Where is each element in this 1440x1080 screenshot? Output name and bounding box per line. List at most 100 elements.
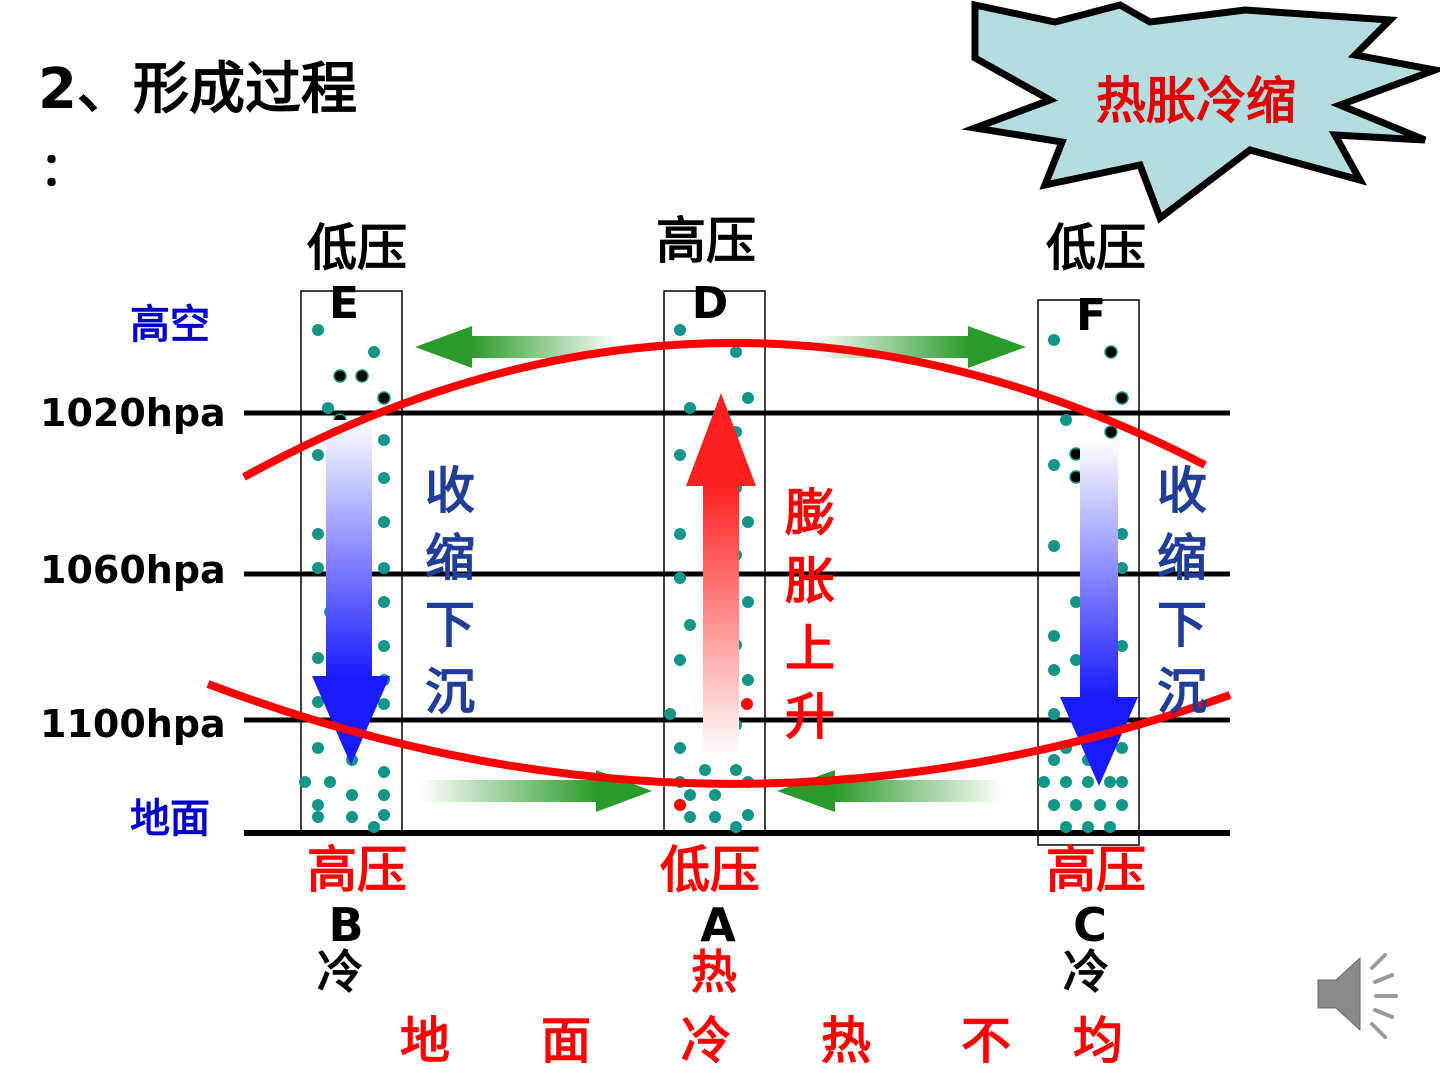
footer-char: 不 <box>961 1012 1011 1070</box>
air-particle <box>674 324 686 336</box>
air-particle <box>378 516 390 528</box>
vertical-char: 缩 <box>425 529 475 587</box>
air-column-left <box>300 290 403 835</box>
speaker-icon[interactable] <box>1317 953 1398 1039</box>
air-particle <box>312 562 324 574</box>
air-particle <box>378 640 390 652</box>
air-particle <box>709 789 721 801</box>
air-particle <box>1048 664 1060 676</box>
air-particle <box>1104 821 1116 833</box>
air-particle <box>1082 776 1094 788</box>
label-ground: 地面 <box>130 796 210 842</box>
temp-label-c: 冷 <box>1063 945 1109 999</box>
air-particle <box>1048 754 1060 766</box>
air-particle <box>355 369 369 383</box>
air-particle <box>1116 776 1128 788</box>
point-label-d: D <box>692 278 729 329</box>
label-1100hpa: 1100hpa <box>40 702 226 746</box>
air-particle <box>378 472 390 484</box>
flow-arrow-top-left <box>415 326 620 368</box>
point-label-b: B <box>328 898 363 952</box>
point-label-e: E <box>329 278 359 329</box>
air-particle <box>709 811 721 823</box>
air-particle <box>684 789 696 801</box>
footer-caption: 地 面 冷 热 不 均 <box>400 1012 1123 1070</box>
air-particle <box>742 674 754 686</box>
air-particle <box>1116 640 1128 652</box>
vertical-char: 沉 <box>425 663 475 721</box>
air-particle <box>1048 799 1060 811</box>
air-particle <box>1116 528 1128 540</box>
air-particle <box>1115 391 1129 405</box>
temp-label-b: 冷 <box>317 945 363 999</box>
air-particle <box>742 392 754 404</box>
air-particle <box>312 811 324 823</box>
air-particle <box>1116 562 1128 574</box>
air-particle <box>378 562 390 574</box>
air-particle <box>333 369 347 383</box>
air-particle <box>674 528 686 540</box>
air-particle <box>322 402 334 414</box>
air-particle <box>1060 776 1072 788</box>
air-particle <box>377 391 391 405</box>
footer-char: 均 <box>1073 1012 1123 1070</box>
sinking-arrow-left <box>312 420 390 765</box>
pressure-label-e: 低压 <box>307 219 407 277</box>
upper-isobar-curve <box>242 338 1207 481</box>
label-1020hpa: 1020hpa <box>40 391 226 435</box>
page-title-colon: ： <box>40 142 86 196</box>
air-particle <box>312 528 324 540</box>
air-column-center <box>663 290 766 835</box>
air-particle <box>684 619 696 631</box>
rising-arrow-center <box>686 393 756 756</box>
pressure-label-f: 低压 <box>1046 219 1146 277</box>
footer-char: 冷 <box>681 1012 731 1070</box>
vertical-label-rising-center: 膨 胀 上 升 <box>785 484 835 746</box>
air-particle <box>684 402 696 414</box>
air-particle <box>699 764 711 776</box>
air-particle <box>324 776 336 788</box>
pressure-label-d: 高压 <box>656 212 756 270</box>
vertical-char: 下 <box>1157 596 1207 654</box>
air-particle <box>730 346 742 358</box>
air-particle <box>378 766 390 778</box>
air-particle <box>368 346 380 358</box>
air-column-right <box>1037 299 1140 846</box>
temp-label-a: 热 <box>691 945 737 999</box>
air-particle <box>299 776 311 788</box>
air-particle <box>730 764 742 776</box>
air-particle <box>1104 776 1116 788</box>
starburst-text: 热胀冷缩 <box>1096 71 1296 130</box>
air-particle <box>1070 654 1082 666</box>
air-particle <box>1060 414 1072 426</box>
vertical-label-sinking-left: 收 缩 下 沉 <box>425 462 475 721</box>
point-label-a: A <box>700 898 736 952</box>
air-particle <box>730 821 742 833</box>
footer-char: 面 <box>541 1012 591 1070</box>
air-particle <box>378 789 390 801</box>
vertical-char: 升 <box>785 688 835 746</box>
air-particle <box>1104 425 1118 439</box>
air-particle <box>378 809 390 821</box>
air-particle <box>1116 742 1128 754</box>
label-1060hpa: 1060hpa <box>40 548 226 592</box>
air-particle <box>1048 630 1060 642</box>
air-particle <box>1070 596 1082 608</box>
vertical-char: 下 <box>425 596 475 654</box>
vertical-label-sinking-right: 收 缩 下 沉 <box>1157 462 1207 721</box>
vertical-char: 沉 <box>1157 663 1207 721</box>
air-particle <box>674 799 686 811</box>
page-title: 2、形成过程 <box>38 57 357 122</box>
air-particle <box>1048 334 1060 346</box>
air-particle <box>368 821 380 833</box>
air-particle <box>312 652 324 664</box>
air-particle <box>1104 345 1118 359</box>
air-particle <box>1038 776 1050 788</box>
air-particle <box>312 742 324 754</box>
air-particle <box>312 799 324 811</box>
air-particle <box>1070 799 1082 811</box>
air-particle <box>742 596 754 608</box>
air-particle <box>674 654 686 666</box>
air-particle <box>684 811 696 823</box>
air-particle <box>674 742 686 754</box>
